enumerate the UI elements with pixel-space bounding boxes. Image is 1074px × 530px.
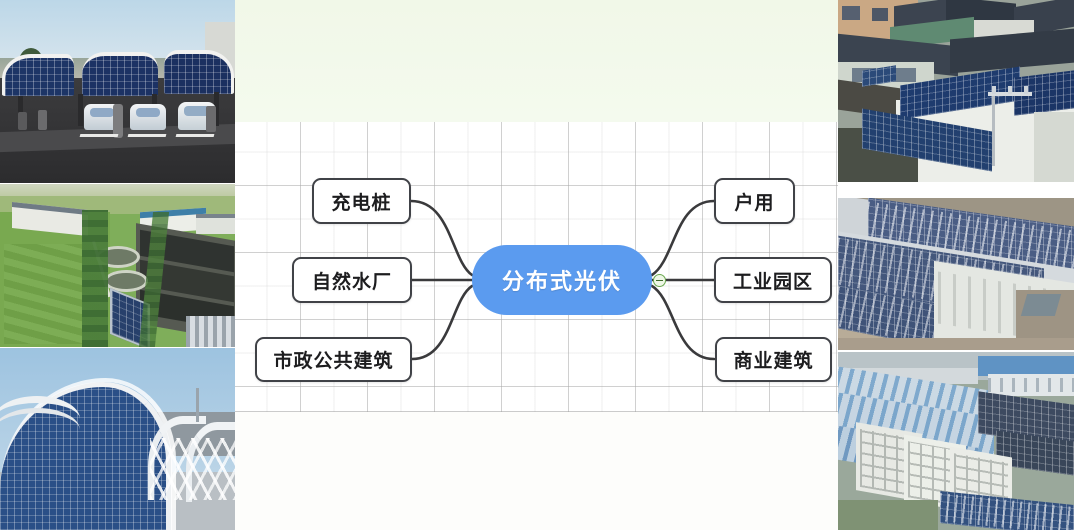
node-industrial-park[interactable]: 工业园区: [714, 257, 832, 303]
right-photo-column: [838, 0, 1074, 530]
collapse-toggle-icon[interactable]: [653, 274, 666, 287]
node-municipal-public-building[interactable]: 市政公共建筑: [255, 337, 412, 382]
node-label: 商业建筑: [733, 351, 814, 372]
mindmap-canvas[interactable]: 分布式光伏 充电桩 自然水厂 市政公共建筑 户用 工业园区 商业建筑: [235, 0, 838, 530]
minus-icon: [656, 279, 663, 282]
center-node[interactable]: 分布式光伏: [472, 245, 652, 315]
photo-curved-solar-roof-public-building: [0, 348, 236, 530]
photo-industrial-park-rooftop-solar: [838, 198, 1074, 350]
photo-residential-rooftop-solar: [838, 0, 1074, 182]
node-commercial-building[interactable]: 商业建筑: [715, 337, 832, 382]
canvas-bottom-band: [235, 412, 838, 530]
node-label: 市政公共建筑: [273, 351, 394, 372]
node-label: 自然水厂: [311, 271, 392, 293]
node-water-plant[interactable]: 自然水厂: [292, 257, 412, 303]
canvas-top-band: [235, 0, 838, 122]
mindmap-edges: [409, 199, 716, 361]
node-household[interactable]: 户用: [714, 178, 795, 224]
node-charging-pile[interactable]: 充电桩: [312, 178, 411, 224]
photo-commercial-buildings-solar: [838, 352, 1074, 530]
left-photo-column: [0, 0, 236, 530]
photo-water-treatment-plant-aerial: [0, 184, 236, 347]
photo-solar-carport-ev-charging: [0, 0, 236, 183]
node-label: 工业园区: [732, 271, 813, 293]
node-label: 充电桩: [331, 192, 392, 214]
node-label: 户用: [734, 192, 775, 214]
center-node-label: 分布式光伏: [501, 269, 622, 294]
